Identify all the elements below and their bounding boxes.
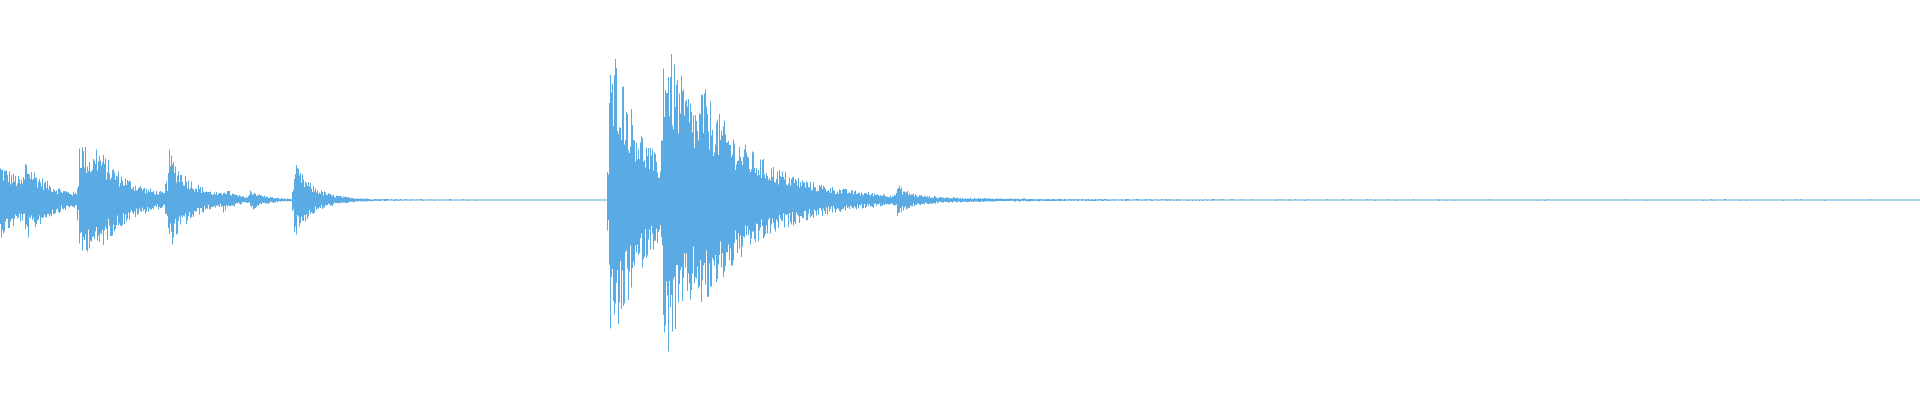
audio-waveform: [0, 53, 1920, 352]
